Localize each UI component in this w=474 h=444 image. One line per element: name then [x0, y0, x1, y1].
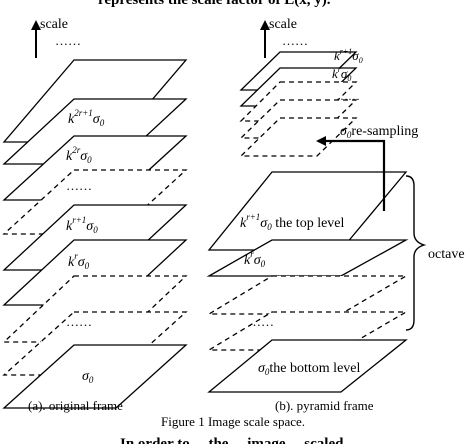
left-caption: (a). original frame [28, 398, 123, 413]
left-original-frame: scale …… k2r+1σ0 k2rσ0 …… kr+1σ0 krσ0 ……… [2, 17, 188, 413]
right-label-kr1-top: kr+1σ0 [334, 47, 363, 65]
right-layer-8 [206, 275, 409, 315]
left-layer-4 [2, 169, 188, 235]
left-layer-8 [2, 311, 188, 376]
right-label-kr-level: krσ0 [244, 249, 266, 269]
right-label-kr1-level: kr+1σ0 the top level [240, 212, 345, 232]
left-label-k2r: k2rσ0 [66, 145, 92, 165]
left-layer-9 [2, 344, 188, 409]
octave-brace [405, 175, 427, 331]
cropped-bottom-text: In order to ... the ... image ... scaled… [120, 436, 359, 444]
cropped-top-text: represents the scale factor of L(x, y). [98, 0, 331, 8]
right-label-kr-top: krσ0 [332, 65, 351, 83]
left-label-s0: σ0 [82, 369, 94, 385]
right-scale-label: scale [269, 17, 297, 32]
resampling-arrow [316, 136, 386, 211]
left-scale-label: scale [40, 17, 68, 32]
left-label-kr: krσ0 [68, 251, 90, 271]
right-dots-bottom: …… [248, 314, 274, 329]
left-dots-top: …… [55, 33, 81, 48]
right-label-s0-resample: σ0re-sampling [340, 124, 418, 140]
right-label-s0-bottom: σ0the bottom level [258, 361, 360, 377]
right-layer-10 [207, 339, 408, 393]
octave-label: octave [428, 247, 465, 262]
left-label-kr1: kr+1σ0 [66, 215, 98, 235]
left-dots-bottom: …… [66, 314, 92, 329]
figure-caption: Figure 1 Image scale space. [161, 414, 305, 429]
right-caption: (b). pyramid frame [275, 398, 374, 413]
right-layer-5 [239, 117, 358, 157]
right-dots-top: …… [282, 33, 308, 48]
right-layer-6 [207, 171, 408, 251]
left-dots-middle: …… [66, 178, 92, 193]
left-label-k2r1: k2r+1σ0 [68, 108, 105, 128]
right-pyramid-frame: scale …… kr+1σ0 krσ0 …… σ0re-sampling kr… [206, 17, 465, 413]
